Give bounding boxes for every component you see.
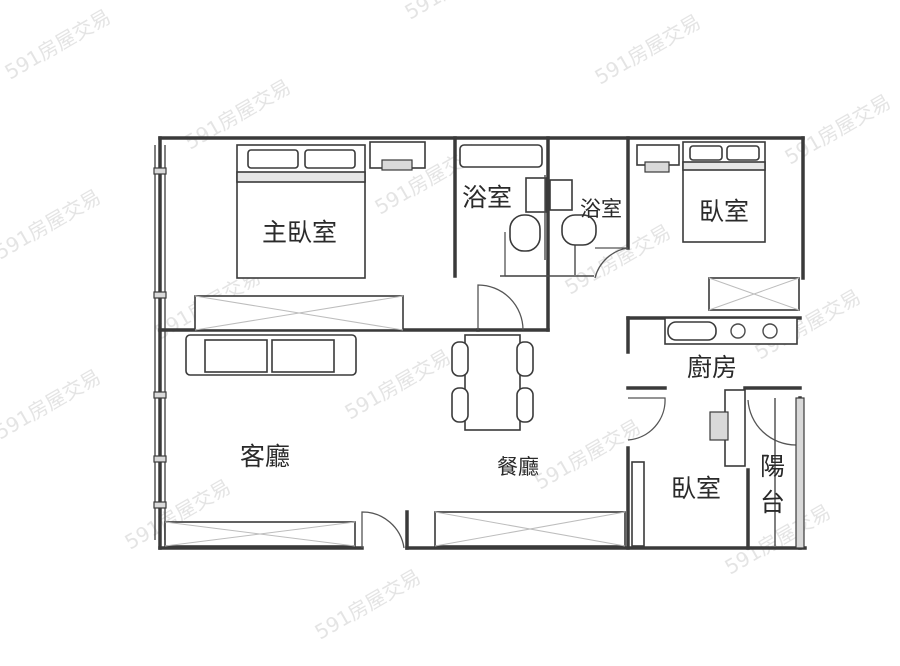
kitchen-counter bbox=[664, 317, 798, 345]
sofa bbox=[185, 334, 357, 376]
watermark: 591房屋交易 bbox=[1, 4, 115, 84]
bath-fixtures bbox=[459, 144, 597, 260]
bedroom1-bed bbox=[682, 141, 766, 243]
left-windows bbox=[153, 145, 167, 540]
bedroom2-desk bbox=[709, 389, 746, 467]
watermark: 591房屋交易 bbox=[181, 74, 295, 154]
wardrobe-bedroom1 bbox=[708, 277, 800, 311]
balcony-label-2: 台 bbox=[760, 488, 785, 517]
living-cabinet bbox=[164, 521, 356, 547]
watermark: 591房屋交易 bbox=[341, 344, 455, 424]
master-bed bbox=[236, 144, 366, 279]
watermark: 591房屋交易 bbox=[591, 9, 705, 89]
dining-room-label: 餐廳 bbox=[497, 455, 539, 479]
master-bedroom-label: 主臥室 bbox=[262, 218, 337, 247]
living-room-label: 客廳 bbox=[240, 442, 290, 471]
watermark: 591房屋交易 bbox=[0, 184, 105, 264]
bedroom1-desk bbox=[636, 144, 680, 173]
balcony-window bbox=[774, 397, 805, 549]
bedroom-1-label: 臥室 bbox=[699, 197, 749, 226]
watermark: 591房屋交易 bbox=[311, 564, 425, 644]
watermark: 591房屋交易 bbox=[401, 0, 515, 24]
bedroom-2-label: 臥室 bbox=[671, 474, 721, 503]
bath-2-label: 浴室 bbox=[580, 197, 622, 221]
watermark: 591房屋交易 bbox=[781, 89, 895, 169]
dining-table bbox=[451, 334, 534, 431]
wardrobe-master bbox=[194, 295, 404, 331]
kitchen-label: 廚房 bbox=[687, 353, 737, 382]
door-swings bbox=[361, 232, 797, 549]
dining-cabinet bbox=[434, 511, 626, 547]
watermark: 591房屋交易 bbox=[0, 364, 105, 444]
balcony-label-1: 陽 bbox=[760, 452, 785, 481]
outer-walls bbox=[158, 136, 807, 550]
bedroom2-wardrobe bbox=[631, 461, 645, 547]
bath-1-label: 浴室 bbox=[462, 183, 512, 212]
desk-top bbox=[369, 141, 426, 171]
